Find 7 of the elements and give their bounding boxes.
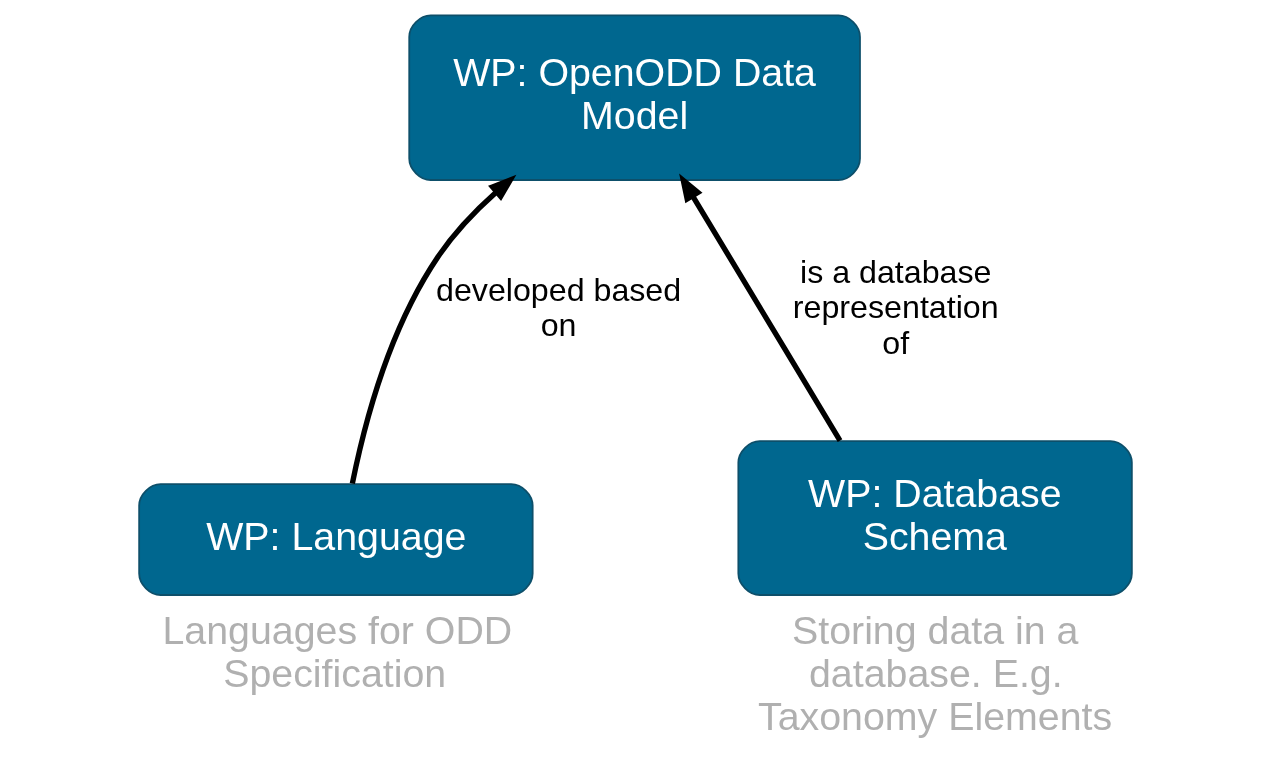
node-label: Storing data in a database. E.g. Taxonomy Elements [758,608,1113,739]
node-box: WP: OpenODD Data Model [408,14,861,181]
arrow [349,174,517,484]
edge-label: developed based on [435,271,682,344]
node-label: Languages for ODD Specification [162,608,513,696]
edge-label: is a database representation of [792,253,999,362]
arrow [679,173,843,443]
